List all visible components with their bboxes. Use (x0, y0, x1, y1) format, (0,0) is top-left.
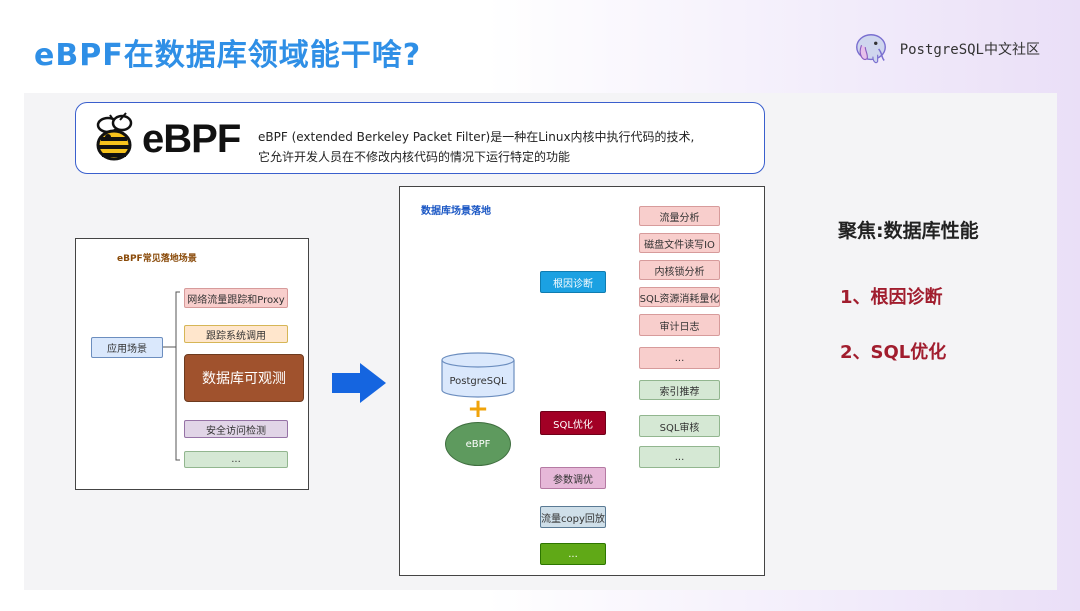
bee-icon (96, 112, 133, 161)
root-cause-more-node: ... (639, 347, 720, 369)
root-cause-node: 根因诊断 (540, 271, 606, 293)
audit-log-node: 审计日志 (639, 314, 720, 336)
database-cylinder-icon (441, 352, 515, 398)
common-scenarios-title: eBPF常见落地场景 (117, 254, 197, 264)
ebpf-node: eBPF (445, 422, 511, 466)
brand-name: PostgreSQL中文社区 (899, 42, 1040, 58)
slide-title: eBPF在数据库领域能干啥? (34, 38, 422, 73)
ebpf-desc-line-2: 它允许开发人员在不修改内核代码的情况下运行特定的功能 (258, 150, 571, 164)
db-scenarios-title: 数据库场景落地 (421, 206, 491, 217)
plus-sign: + (467, 394, 489, 424)
ebpf-logo-text: eBPF (142, 117, 241, 161)
sql-audit-node: SQL审核 (639, 415, 720, 437)
sql-resource-node: SQL资源消耗量化 (639, 287, 720, 307)
right-more-node: ... (540, 543, 606, 565)
postgresql-elephant-icon (855, 34, 886, 64)
focus-item-root-cause: 1、根因诊断 (840, 287, 943, 308)
syscall-trace-node: 跟踪系统调用 (184, 325, 288, 343)
left-more-node: ... (184, 451, 288, 468)
traffic-analysis-node: 流量分析 (639, 206, 720, 226)
param-tuning-node: 参数调优 (540, 467, 606, 489)
index-advice-node: 索引推荐 (639, 380, 720, 400)
network-proxy-node: 网络流量跟踪和Proxy (184, 288, 288, 308)
ebpf-desc-line-1: eBPF (extended Berkeley Packet Filter)是一… (258, 130, 695, 144)
disk-io-node: 磁盘文件读写IO (639, 233, 720, 253)
ebpf-intro-box: eBPF eBPF (extended Berkeley Packet Filt… (75, 102, 765, 174)
focus-title: 聚焦:数据库性能 (838, 220, 979, 242)
traffic-replay-node: 流量copy回放 (540, 506, 606, 528)
sql-opt-node: SQL优化 (540, 411, 606, 435)
sql-opt-more-node: ... (639, 446, 720, 468)
focus-item-sql-opt: 2、SQL优化 (840, 342, 947, 363)
app-scenario-node: 应用场景 (91, 337, 163, 358)
security-detect-node: 安全访问检测 (184, 420, 288, 438)
kernel-lock-node: 内核锁分析 (639, 260, 720, 280)
brand: PostgreSQL中文社区 (852, 30, 1040, 68)
ebpf-description: eBPF (extended Berkeley Packet Filter)是一… (258, 127, 694, 167)
postgresql-label: PostgreSQL (449, 375, 507, 387)
db-observability-node: 数据库可观测 (184, 354, 304, 402)
ebpf-logo: eBPF (86, 111, 246, 169)
